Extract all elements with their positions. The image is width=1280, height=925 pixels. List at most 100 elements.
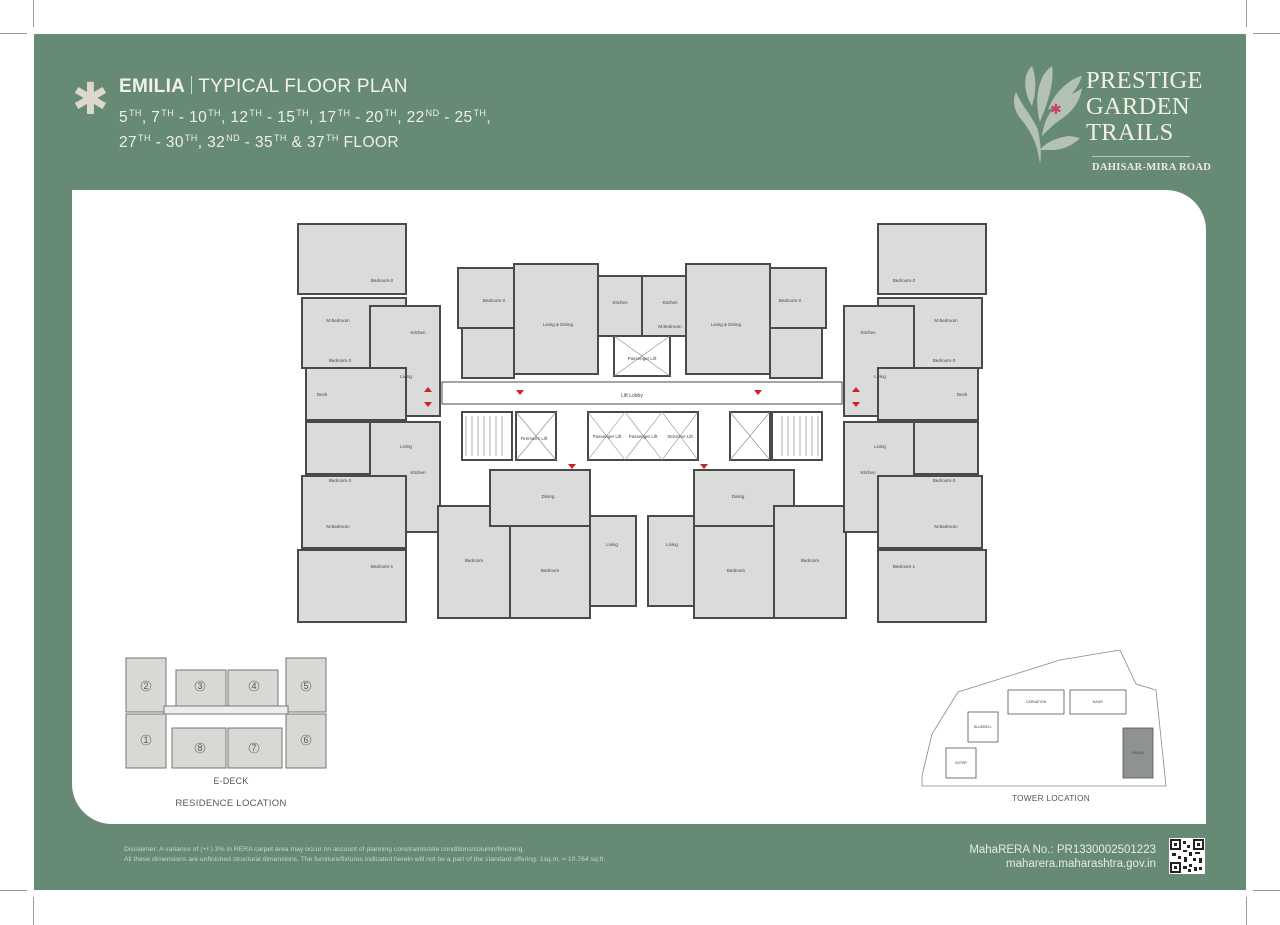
leaf-logo-icon: ✱ [1013,66,1082,164]
svg-text:M.Bedroom: M.Bedroom [934,524,958,529]
emilia-tower-highlight [1122,727,1154,779]
svg-text:1: 1 [143,735,148,745]
svg-text:8: 8 [197,743,202,753]
svg-text:Bedroom-1: Bedroom-1 [371,564,394,569]
svg-text:Bedroom-3: Bedroom-3 [329,358,352,363]
svg-text:Bedroom: Bedroom [727,568,746,573]
svg-text:Bedroom: Bedroom [465,558,484,563]
svg-text:Bedroom: Bedroom [801,558,820,563]
disclaimer: Disclaimer: A variance of (+/-) 3% in RE… [124,845,605,864]
lift-lobby [441,381,843,405]
svg-text:Living: Living [874,374,886,379]
svg-text:Dining: Dining [732,494,745,499]
svg-text:3: 3 [197,681,202,691]
rera-number: MahaRERA No.: PR1330002501223 [969,844,1156,856]
title-divider [191,76,193,94]
svg-text:Living: Living [666,542,678,547]
unit-entry-markers [424,387,860,469]
unit-08 [437,469,637,619]
svg-text:Bedroom-2: Bedroom-2 [371,278,394,283]
flower-accent-icon: ✱ [1050,101,1062,117]
svg-text:Kitchen: Kitchen [612,300,628,305]
asterisk-icon: ✱ [72,74,109,125]
rera-website[interactable]: maharera.maharashtra.gov.in [1006,858,1156,870]
svg-text:Bedroom-3: Bedroom-3 [933,478,956,483]
plan-type: TYPICAL FLOOR PLAN [198,76,408,97]
svg-text:5: 5 [303,681,308,691]
keyplan-drawing: 1 2 3 4 5 6 7 8 [125,657,327,769]
residence-location-keyplan: 1 2 3 4 5 6 7 8 E-DECK RESIDENCE LOCATIO… [116,646,346,816]
svg-text:4: 4 [251,681,256,691]
svg-text:Bedroom-3: Bedroom-3 [933,358,956,363]
svg-text:2: 2 [143,681,148,691]
lift-lobby-label: Lift Lobby [621,393,643,399]
svg-text:6: 6 [303,735,308,745]
residence-location-caption: RESIDENCE LOCATION [175,798,287,809]
svg-text:Kitchen: Kitchen [410,330,426,335]
brand-divider [1092,156,1190,157]
svg-text:Living: Living [606,542,618,547]
disclaimer-line-1: Disclaimer: A variance of (+/-) 3% in RE… [124,846,525,853]
lift-shaft-marks [515,335,771,461]
svg-text:Kitchen: Kitchen [410,470,426,475]
brand-line-1: PRESTIGE [1086,67,1203,94]
unit-04 [641,263,827,379]
brand-name: PRESTIGE GARDEN TRAILS [1086,68,1203,146]
svg-text:BLUEBELL: BLUEBELL [974,725,992,729]
brand-logo: ✱ PRESTIGE GARDEN TRAILS DAHISAR-MIRA RO… [1010,66,1211,176]
svg-text:Bedroom-2: Bedroom-2 [483,298,506,303]
svg-text:Bedroom: Bedroom [541,568,560,573]
unit-05 [843,223,987,421]
crop-mark [33,897,34,925]
svg-text:Living: Living [874,444,886,449]
svg-text:Living & Dining: Living & Dining [543,322,574,327]
svg-text:Bedroom-2: Bedroom-2 [779,298,802,303]
rera-info: MahaRERA No.: PR1330002501223 maharera.m… [969,843,1156,871]
crop-mark [33,0,34,27]
svg-text:CARNATION: CARNATION [1026,700,1047,704]
crop-mark [0,890,27,891]
svg-text:Living & Dining: Living & Dining [711,322,742,327]
floor-list-line-2: 27TH - 30TH, 32ND - 35TH & 37TH FLOOR [119,133,399,151]
floor-list: 5TH, 7TH - 10TH, 12TH - 15TH, 17TH - 20T… [119,103,539,153]
qr-code[interactable] [1169,838,1205,874]
svg-text:ASTER: ASTER [955,761,967,765]
svg-text:Passenger Lift: Passenger Lift [628,356,658,361]
svg-text:Kitchen: Kitchen [662,300,678,305]
svg-text:Passenger Lift: Passenger Lift [593,434,623,439]
tower-location-caption: TOWER LOCATION [1011,794,1091,803]
svg-text:Bedroom-3: Bedroom-3 [329,478,352,483]
svg-text:Bedroom-2: Bedroom-2 [893,278,916,283]
svg-text:Fireman's Lift: Fireman's Lift [521,436,549,441]
svg-text:M.Bedroom: M.Bedroom [934,318,958,323]
crop-mark [1253,890,1280,891]
svg-text:Deck: Deck [317,392,328,397]
svg-text:Living: Living [400,444,412,449]
unit-07 [647,469,847,619]
svg-text:DAISY: DAISY [1093,700,1104,704]
brand-line-3: TRAILS [1086,119,1174,146]
tower-location-siteplan: ASTER BLUEBELL CARNATION DAISY EMILIA TO… [920,649,1182,810]
svg-text:Deck: Deck [957,392,968,397]
unit-01 [297,421,441,623]
svg-text:M.Bedroom: M.Bedroom [326,524,350,529]
staircase [465,416,819,456]
brand-line-2: GARDEN [1086,93,1190,120]
svg-text:Dining: Dining [542,494,555,499]
svg-text:M.Bedroom: M.Bedroom [658,324,682,329]
site-plan-drawing: ASTER BLUEBELL CARNATION DAISY EMILIA [921,649,1167,787]
qr-code-icon [1170,839,1204,873]
crop-mark [1246,897,1247,925]
crop-mark [1253,33,1280,34]
svg-text:Stretcher Lift: Stretcher Lift [667,434,693,439]
crop-mark [0,33,27,34]
crop-mark [1246,0,1247,27]
unit-02 [297,223,441,421]
svg-text:Passenger Lift: Passenger Lift [629,434,659,439]
svg-text:EMILIA: EMILIA [1132,751,1144,755]
disclaimer-line-2: All these dimensions are unfinished stru… [124,855,606,863]
